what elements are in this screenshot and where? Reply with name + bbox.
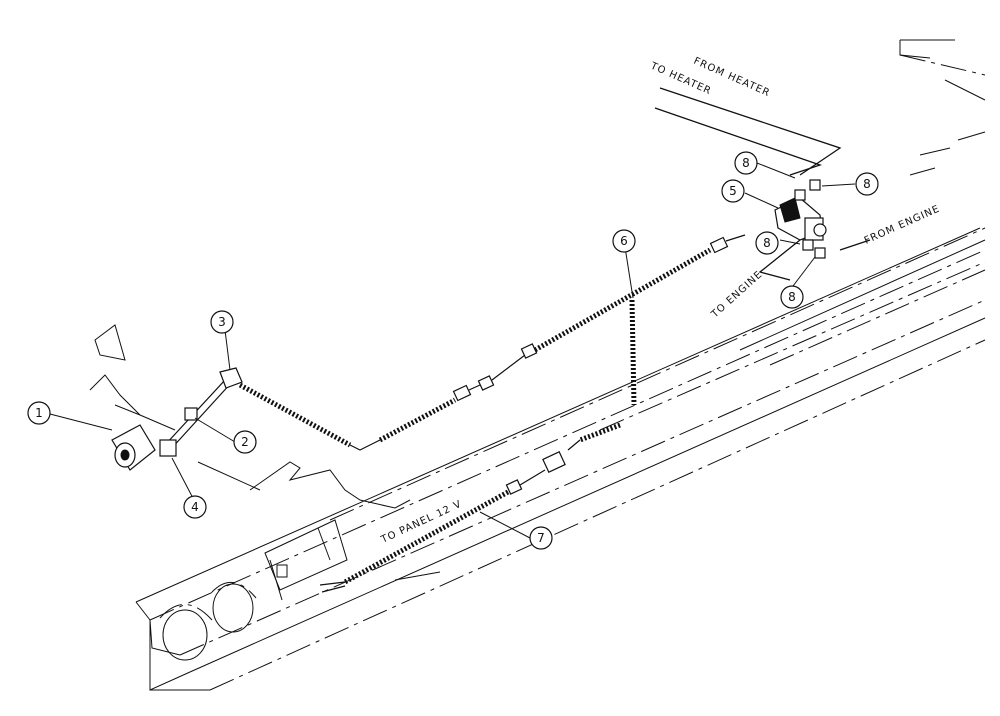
- svg-text:8: 8: [863, 177, 871, 191]
- heater-hose-lines: [654, 87, 871, 281]
- svg-text:1: 1: [35, 406, 43, 420]
- callout-8d[interactable]: 8: [780, 285, 804, 309]
- svg-text:3: 3: [218, 315, 226, 329]
- callout-balloons: 1 2 3 4 5 6 7 8: [27, 151, 879, 550]
- callout-5[interactable]: 5: [721, 179, 745, 203]
- callout-3[interactable]: 3: [210, 310, 234, 334]
- callout-1[interactable]: 1: [27, 401, 51, 425]
- from-engine-label: FROM ENGINE: [863, 203, 942, 246]
- callout-7[interactable]: 7: [529, 526, 553, 550]
- callout-8a[interactable]: 8: [734, 151, 758, 175]
- callout-6[interactable]: 6: [612, 229, 636, 253]
- dash-panel-frame: [89, 39, 986, 691]
- gauge-hole: [212, 583, 254, 633]
- svg-text:6: 6: [620, 234, 628, 248]
- svg-text:4: 4: [191, 500, 199, 514]
- callout-8c[interactable]: 8: [755, 231, 779, 255]
- callout-4[interactable]: 4: [183, 495, 207, 519]
- to-engine-label: TO ENGINE: [709, 269, 765, 321]
- svg-text:8: 8: [763, 236, 771, 250]
- svg-text:7: 7: [537, 531, 545, 545]
- svg-text:2: 2: [241, 435, 249, 449]
- wire-harness: [164, 234, 746, 593]
- svg-text:5: 5: [729, 184, 737, 198]
- svg-text:8: 8: [788, 290, 796, 304]
- switch-assembly: [111, 424, 156, 471]
- flow-labels: FROM HEATER TO HEATER FROM ENGINE TO ENG…: [379, 56, 942, 546]
- svg-text:8: 8: [742, 156, 750, 170]
- callout-8b[interactable]: 8: [855, 172, 879, 196]
- callout-2[interactable]: 2: [233, 430, 257, 454]
- leader-lines: [49, 162, 856, 539]
- heater-valve: [774, 179, 827, 259]
- relay-part: [159, 407, 198, 457]
- gauge-hole: [162, 609, 208, 661]
